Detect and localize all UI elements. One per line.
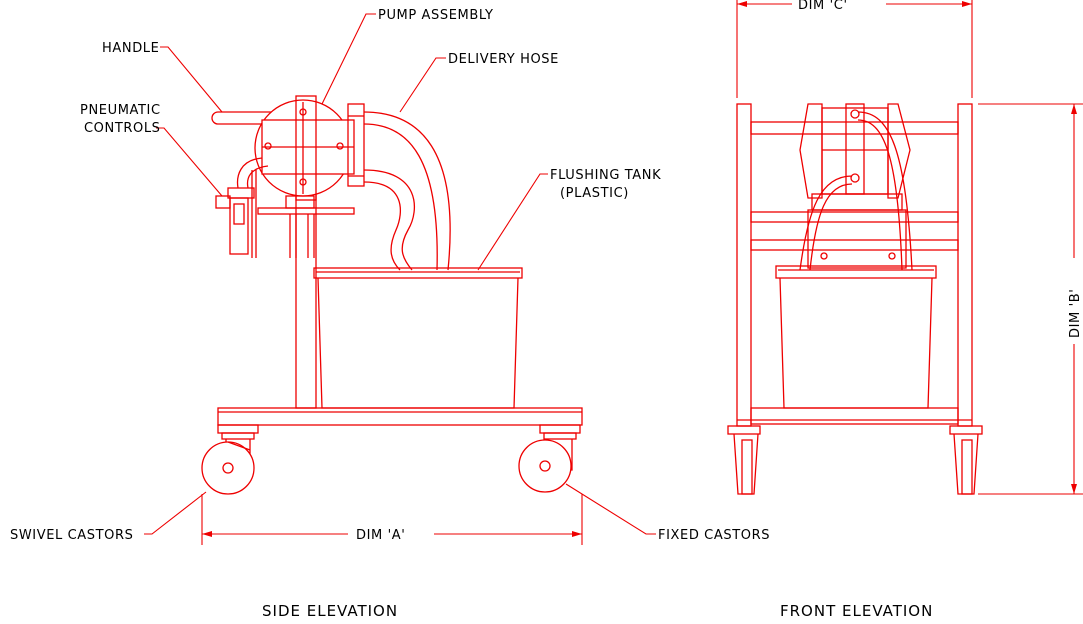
dim-c-label: DIM 'C' (798, 0, 848, 13)
front-elevation (727, 0, 1083, 495)
front-left-upright (736, 103, 752, 427)
side-pump-manifold (347, 103, 365, 187)
front-suction-hose (799, 175, 853, 271)
front-flushing-tank (775, 265, 937, 409)
label-pneumatic-controls-2: CONTROLS (84, 121, 161, 136)
side-flushing-tank (313, 267, 523, 409)
label-swivel-castors: SWIVEL CASTORS (10, 528, 134, 543)
side-elevation (201, 95, 583, 545)
label-flushing-tank-2: (PLASTIC) (560, 186, 629, 201)
label-pneumatic-controls-1: PNEUMATIC (80, 103, 161, 118)
view-title-front: FRONT ELEVATION (780, 602, 933, 620)
dim-a-label: DIM 'A' (356, 528, 405, 543)
side-pneumatic-controls (215, 157, 269, 258)
side-delivery-hose (363, 111, 451, 271)
label-delivery-hose: DELIVERY HOSE (448, 52, 559, 67)
label-pump-assembly: PUMP ASSEMBLY (378, 8, 494, 23)
front-delivery-hose (857, 111, 913, 271)
label-flushing-tank-1: FLUSHING TANK (550, 168, 661, 183)
label-handle: HANDLE (102, 41, 159, 56)
label-fixed-castors: FIXED CASTORS (658, 528, 770, 543)
side-base-platform (217, 407, 583, 426)
side-handle (211, 111, 300, 125)
dim-b-label: DIM 'B' (1068, 289, 1083, 338)
front-pump-assembly (799, 103, 911, 269)
front-right-upright (957, 103, 973, 427)
dim-a-line (201, 494, 583, 545)
leader-lines (144, 13, 656, 535)
dim-b-line (978, 103, 1083, 495)
front-castors (727, 425, 983, 495)
side-pump-mount (257, 207, 355, 215)
side-suction-hose (363, 169, 415, 271)
side-fixed-castor (518, 424, 581, 493)
dim-c-line (736, 0, 973, 98)
side-swivel-castor (201, 424, 259, 495)
view-title-side: SIDE ELEVATION (262, 602, 398, 620)
